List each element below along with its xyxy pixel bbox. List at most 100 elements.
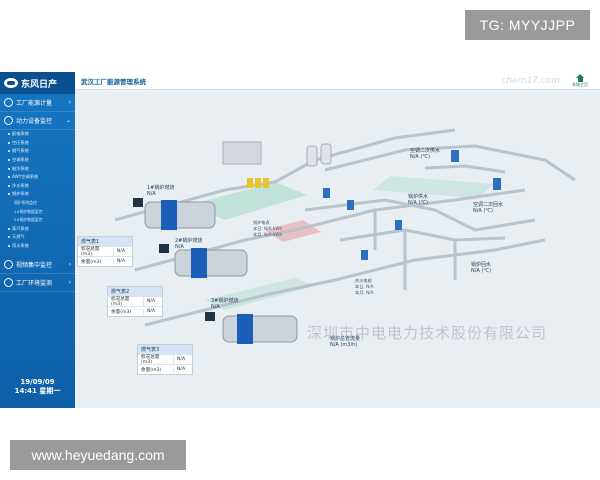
chemical-tank <box>263 178 269 188</box>
nav-power-equipment[interactable]: 动力设备监控 ⌄ <box>0 112 75 130</box>
chemical-tank <box>247 178 253 188</box>
panel-header: 燃气表2 <box>108 287 162 296</box>
home-label: 系统主页 <box>572 82 588 87</box>
nav-label: 动力设备监控 <box>16 118 53 125</box>
chevron-right-icon: › <box>68 279 71 287</box>
pipe <box>134 188 526 272</box>
bullet-icon <box>8 167 10 170</box>
bullet-icon <box>8 159 10 162</box>
brand-name: 东风日产 <box>21 79 58 90</box>
nav-environment-monitor[interactable]: 工厂环境监测 › <box>0 274 75 293</box>
time-text: 14:41 星期一 <box>14 387 61 395</box>
bullet-icon <box>8 227 10 230</box>
camera-icon <box>4 260 13 270</box>
pump <box>347 200 354 210</box>
pipe-network <box>114 128 576 344</box>
bullet-icon <box>8 184 10 187</box>
date-time-display: 19/09/09 14:41 星期一 <box>0 378 75 396</box>
nav-label: 工厂环境监测 <box>16 280 53 288</box>
nav-video-monitor[interactable]: 视频集中监控 › <box>0 256 75 275</box>
nav-sub-item[interactable]: 天然气 <box>8 233 75 242</box>
nav-label: 视频集中监控 <box>16 262 53 270</box>
chevron-down-icon: ⌄ <box>65 117 71 124</box>
panel-header: 燃气表3 <box>138 345 192 354</box>
sidebar: 东风日产 工厂能源计量 › 动力设备监控 ⌄ 配电系统 空压系统 燃气系统 空调… <box>0 72 75 408</box>
nav-sub-item[interactable]: 空压系统 <box>8 139 75 148</box>
boiler-meter-panel: 锅炉电表 本日: N/A kWh 本月: N/A kWh <box>253 220 283 237</box>
gas-meter-panel-1: 燃气表1 标况总量(m3)N/A 余量(m3)N/A <box>77 236 133 267</box>
hot-water-meter-panel: 热水电能 本日: N/A 本月: N/A <box>355 278 374 295</box>
nav-energy-metering[interactable]: 工厂能源计量 › <box>0 94 75 112</box>
pump <box>323 188 330 198</box>
page-title: 武汉工厂能源管理系统 <box>81 78 146 86</box>
bullet-icon <box>8 150 10 153</box>
zone-teal <box>373 176 495 198</box>
gas-meter-panel-2: 燃气表2 标况总量(m3)N/A 余量(m3)N/A <box>107 286 163 317</box>
boiler-panel <box>205 312 215 321</box>
nav-sub-item-boiler[interactable]: 锅炉系统 <box>8 190 75 199</box>
boiler-3 <box>205 312 298 344</box>
panel-row: 余量(m3)N/A <box>108 306 162 316</box>
boiler-2-label: 2#锅炉燃烧 N/A <box>175 238 203 250</box>
home-button[interactable]: 系统主页 <box>572 74 588 88</box>
nav-label: 工厂能源计量 <box>16 100 53 107</box>
date-text: 19/09/09 <box>20 378 55 386</box>
boiler-supply-label: 锅炉供水 N/A (℃) <box>408 194 429 206</box>
panel-row: 余量(m3)N/A <box>138 364 192 374</box>
water-treatment-unit <box>222 141 262 165</box>
nav-sub-item[interactable]: 冷水系统 <box>8 182 75 191</box>
nav-sub-item-boiler-child[interactable]: 2#锅炉数据监控 <box>14 217 43 223</box>
panel-row: 余量(m3)N/A <box>78 256 132 266</box>
bottom-watermark-tag: www.heyuedang.com <box>10 440 186 470</box>
pipes <box>114 128 576 327</box>
pipe <box>373 210 457 290</box>
nav-sub-item[interactable]: 用水系统 <box>8 242 75 251</box>
bullet-icon <box>8 176 10 179</box>
pump <box>451 150 459 162</box>
pipe <box>424 164 506 174</box>
pump <box>395 220 402 230</box>
boiler-flow-label: 锅炉总管流量 N/A (m3/h) <box>330 336 361 348</box>
gear-icon <box>4 116 13 125</box>
nav-sub-item[interactable]: 燃气系统 <box>8 147 75 156</box>
company-watermark: 深圳市中电电力技术股份有限公司 <box>307 324 548 342</box>
pump <box>361 250 368 260</box>
nav-sub-item[interactable]: 配电系统 <box>8 130 75 139</box>
gas-meter-panel-3: 燃气表3 标况总量(m3)N/A 余量(m3)N/A <box>137 344 193 375</box>
top-bar: 武汉工厂能源管理系统 chem17.com 系统主页 <box>75 72 600 90</box>
boiler-2 <box>159 244 248 278</box>
panel-row: 标况总量(m3)N/A <box>138 354 192 365</box>
nav-sub-item-boiler-child[interactable]: 锅炉系统监控 <box>14 200 37 206</box>
bullet-icon <box>8 133 10 136</box>
ac2-supply-label: 空调二次供水 N/A (℃) <box>410 148 441 160</box>
bullet-icon <box>8 245 10 248</box>
nav-sub-item[interactable]: 蒸汽系统 <box>8 225 75 234</box>
boiler-3-label: 3#锅炉燃烧 N/A <box>211 298 239 310</box>
boiler-panel <box>159 244 169 253</box>
process-diagram: 1#锅炉燃烧 N/A 2#锅炉燃烧 N/A 3#锅炉燃烧 N/A 锅炉电表 本日… <box>75 90 600 408</box>
ac2-return-label: 空调二次回水 N/A (℃) <box>473 202 504 214</box>
panel-row: 标况总量(m3)N/A <box>108 296 162 307</box>
pipe <box>144 238 546 327</box>
bullet-icon <box>8 236 10 239</box>
tank <box>306 145 318 167</box>
meter-icon <box>4 98 13 107</box>
zone-green <box>190 182 307 220</box>
nav-sub-item[interactable]: 空调系统 <box>8 156 75 165</box>
pipe <box>339 228 506 242</box>
top-watermark-tag: TG: MYYJJPP <box>465 10 590 40</box>
pump <box>493 178 501 190</box>
boiler-return-label: 锅炉回水 N/A (℃) <box>471 262 492 274</box>
bullet-icon <box>8 193 10 196</box>
boiler-1-label: 1#锅炉燃烧 N/A <box>147 185 175 197</box>
nav-sub-item[interactable]: AWY空调系统 <box>8 173 75 182</box>
chevron-right-icon: › <box>68 99 71 106</box>
home-icon <box>576 74 584 82</box>
chemical-tank <box>255 178 261 188</box>
boiler-1 <box>133 198 216 230</box>
energy-management-app: 东风日产 工厂能源计量 › 动力设备监控 ⌄ 配电系统 空压系统 燃气系统 空调… <box>0 72 600 408</box>
nav-sub-item[interactable]: 制冷系统 <box>8 164 75 173</box>
brand-logo: 东风日产 <box>0 72 75 94</box>
panel-row: 标况总量(m3)N/A <box>78 246 132 257</box>
nav-sub-item-boiler-child[interactable]: 1#锅炉数据监控 <box>14 208 43 214</box>
